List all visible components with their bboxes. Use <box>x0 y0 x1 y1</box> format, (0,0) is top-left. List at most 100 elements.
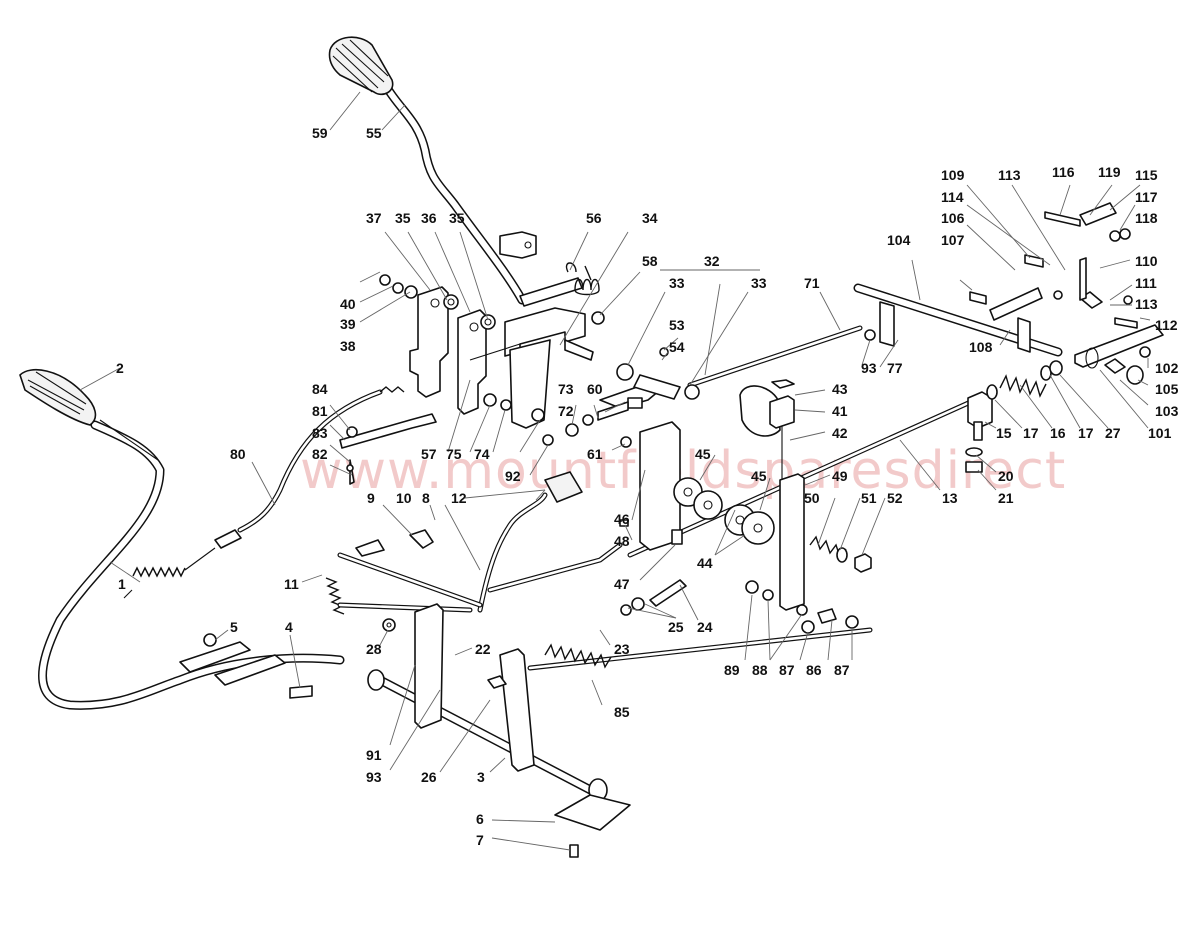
label-110: 110 <box>1135 253 1158 269</box>
label-2: 2 <box>116 360 124 376</box>
label-114: 114 <box>941 189 964 205</box>
label-59: 59 <box>312 125 328 141</box>
label-112: 112 <box>1155 317 1178 333</box>
label-53: 53 <box>669 317 685 333</box>
label-4: 4 <box>285 619 293 635</box>
label-73: 73 <box>558 381 574 397</box>
label-115: 115 <box>1135 167 1158 183</box>
label-28: 28 <box>366 641 382 657</box>
label-6: 6 <box>476 811 484 827</box>
label-72: 72 <box>558 403 574 419</box>
lever-bracket <box>469 307 605 429</box>
label-15: 15 <box>996 425 1012 441</box>
label-21: 21 <box>998 490 1014 506</box>
label-50: 50 <box>804 490 820 506</box>
label-57: 57 <box>421 446 437 462</box>
label-56: 56 <box>586 210 602 226</box>
gear-knob <box>328 36 394 96</box>
label-43: 43 <box>832 381 848 397</box>
label-60: 60 <box>587 381 603 397</box>
lower-shaft <box>179 603 631 858</box>
label-52: 52 <box>887 490 903 506</box>
label-80: 80 <box>230 446 246 462</box>
cable <box>123 386 405 599</box>
mounting-plates <box>379 274 496 415</box>
label-58: 58 <box>642 253 658 269</box>
cross-shaft <box>853 283 1063 357</box>
label-35b: 35 <box>449 210 465 226</box>
label-93b: 93 <box>366 769 382 785</box>
label-46: 46 <box>614 511 630 527</box>
label-10: 10 <box>396 490 412 506</box>
rod-end-assembly <box>965 360 1063 473</box>
label-109: 109 <box>941 167 965 183</box>
label-3: 3 <box>477 769 485 785</box>
label-51: 51 <box>861 490 877 506</box>
pedal <box>19 369 345 710</box>
label-17b: 17 <box>1078 425 1094 441</box>
label-89: 89 <box>724 662 740 678</box>
label-74: 74 <box>474 446 490 462</box>
leader-lines <box>79 91 1151 851</box>
label-71: 71 <box>804 275 820 291</box>
label-5: 5 <box>230 619 238 635</box>
label-108: 108 <box>969 339 993 355</box>
pivot-plate <box>969 202 1164 385</box>
label-82: 82 <box>312 446 328 462</box>
label-55: 55 <box>366 125 382 141</box>
label-48: 48 <box>614 533 630 549</box>
label-25: 25 <box>668 619 684 635</box>
label-118: 118 <box>1135 210 1158 226</box>
label-37: 37 <box>366 210 382 226</box>
label-38: 38 <box>340 338 356 354</box>
label-47: 47 <box>614 576 630 592</box>
label-91: 91 <box>366 747 382 763</box>
label-23: 23 <box>614 641 630 657</box>
label-20: 20 <box>998 468 1014 484</box>
label-22: 22 <box>475 641 491 657</box>
label-36: 36 <box>421 210 437 226</box>
label-27: 27 <box>1105 425 1121 441</box>
label-102: 102 <box>1155 360 1179 376</box>
label-84: 84 <box>312 381 328 397</box>
label-54: 54 <box>669 339 685 355</box>
label-111: 111 <box>1135 275 1157 291</box>
label-26: 26 <box>421 769 437 785</box>
center-bracket <box>599 379 872 611</box>
label-86: 86 <box>806 662 822 678</box>
label-107: 107 <box>941 232 965 248</box>
label-11: 11 <box>284 576 299 592</box>
label-85: 85 <box>614 704 630 720</box>
label-106: 106 <box>941 210 965 226</box>
label-45b: 45 <box>751 468 767 484</box>
label-35a: 35 <box>395 210 411 226</box>
label-16: 16 <box>1050 425 1066 441</box>
label-41: 41 <box>832 403 848 419</box>
label-119: 119 <box>1098 164 1121 180</box>
label-9: 9 <box>367 490 375 506</box>
label-33b: 33 <box>751 275 767 291</box>
label-12: 12 <box>451 490 467 506</box>
part-labels: 59 55 37 35 36 35 56 34 58 32 33 33 71 5… <box>116 125 1179 848</box>
label-39: 39 <box>340 316 356 332</box>
label-44: 44 <box>697 555 713 571</box>
label-92: 92 <box>505 468 521 484</box>
label-40: 40 <box>340 296 356 312</box>
label-93a: 93 <box>861 360 877 376</box>
label-61: 61 <box>587 446 603 462</box>
label-105: 105 <box>1155 381 1179 397</box>
label-117: 117 <box>1135 189 1158 205</box>
label-45a: 45 <box>695 446 711 462</box>
label-87a: 87 <box>779 662 795 678</box>
label-83: 83 <box>312 425 328 441</box>
label-32: 32 <box>704 253 720 269</box>
label-13: 13 <box>942 490 958 506</box>
label-77: 77 <box>887 360 903 376</box>
label-42: 42 <box>832 425 848 441</box>
label-81: 81 <box>312 403 328 419</box>
label-34: 34 <box>642 210 658 226</box>
label-116: 116 <box>1052 164 1075 180</box>
label-88: 88 <box>752 662 768 678</box>
label-104: 104 <box>887 232 911 248</box>
